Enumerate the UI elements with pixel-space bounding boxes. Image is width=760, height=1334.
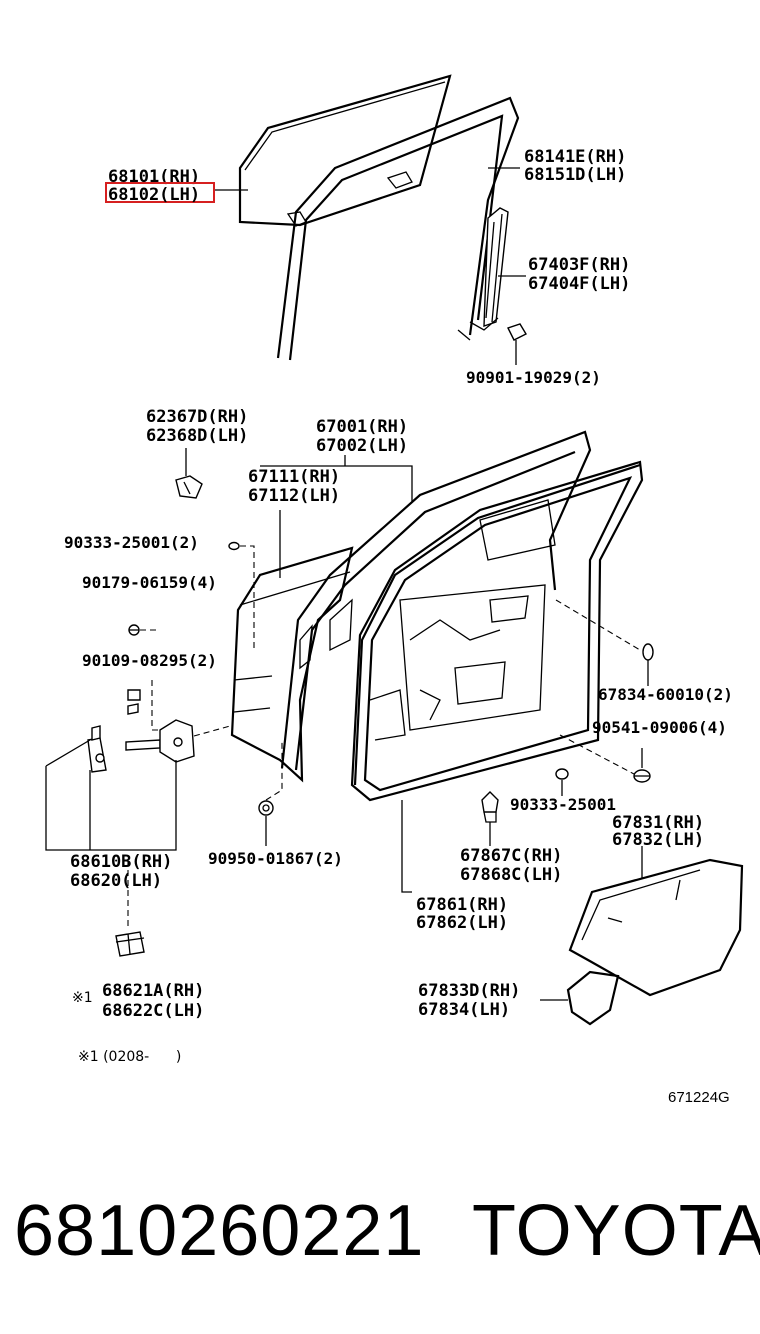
label-clip: 90950-01867(2) bbox=[208, 849, 343, 868]
clip2-drawing bbox=[481, 791, 499, 823]
dash-bolt-c bbox=[559, 734, 635, 775]
label-hole-plug: 67834-60010(2) bbox=[598, 685, 733, 704]
label-panel-rh: 67001(RH) bbox=[316, 417, 408, 437]
plug-a-drawing bbox=[228, 541, 240, 551]
label-bolt-a: 90179-06159(4) bbox=[82, 573, 217, 592]
label-plug-b: 90333-25001 bbox=[510, 795, 616, 814]
bolt-b-drawing bbox=[127, 689, 141, 715]
bolt-a-drawing bbox=[128, 624, 140, 636]
label-cover2-lh: 67832(LH) bbox=[612, 830, 704, 850]
glass-run-drawing bbox=[276, 96, 520, 361]
label-panel2-lh: 67112(LH) bbox=[248, 486, 340, 506]
dash-bolt-b bbox=[151, 680, 170, 731]
label-hinge-rh: 68621A(RH) bbox=[102, 981, 204, 1001]
label-run-lh: 68151D(LH) bbox=[524, 165, 626, 185]
door-glass-drawing bbox=[238, 74, 452, 227]
door-panel-drawing bbox=[230, 430, 644, 802]
label-channel-lh: 67404F(LH) bbox=[528, 274, 630, 294]
label-cover-lh: 62368D(LH) bbox=[146, 426, 248, 446]
label-check-lh: 68620(LH) bbox=[70, 871, 162, 891]
part-number: 6810260221 bbox=[14, 1191, 425, 1271]
hinge-drawing bbox=[87, 725, 107, 773]
label-cover3-lh: 67834(LH) bbox=[418, 1000, 510, 1020]
diagram-code: 671224G bbox=[668, 1089, 730, 1106]
label-bolt-b: 90109-08295(2) bbox=[82, 651, 217, 670]
service-cover-drawing bbox=[568, 858, 744, 997]
label-glass-lh: 68102(LH) bbox=[108, 185, 200, 205]
label-cover-rh: 62367D(RH) bbox=[146, 407, 248, 427]
weatherstrip-drawing bbox=[353, 463, 641, 786]
clip-drawing bbox=[258, 800, 274, 816]
highlight-box bbox=[105, 182, 215, 203]
cover-part-drawing bbox=[175, 475, 203, 499]
plug-b-drawing bbox=[555, 768, 569, 780]
rear-channel-drawing bbox=[469, 207, 527, 365]
footer: 6810260221 TOYOTA bbox=[0, 1185, 760, 1295]
footnote: ※1 (0208- ) bbox=[78, 1049, 181, 1065]
label-weather-lh: 67862(LH) bbox=[416, 913, 508, 933]
dash-plug-a bbox=[240, 545, 255, 650]
hole-plug-drawing bbox=[642, 643, 654, 661]
label-channel-rh: 67403F(RH) bbox=[528, 255, 630, 275]
brand-name: TOYOTA bbox=[472, 1191, 760, 1271]
bolt-c-drawing bbox=[633, 769, 651, 783]
label-check-rh: 68610B(RH) bbox=[70, 852, 172, 872]
dash-hole-plug bbox=[555, 599, 641, 651]
label-bolt-c: 90541-09006(4) bbox=[592, 718, 727, 737]
label-weather-rh: 67861(RH) bbox=[416, 895, 508, 915]
label-cover3-rh: 67833D(RH) bbox=[418, 981, 520, 1001]
label-panel-lh: 67002(LH) bbox=[316, 436, 408, 456]
leader-weather bbox=[401, 800, 412, 893]
lower-hinge-drawing bbox=[115, 931, 145, 957]
label-panel2-rh: 67111(RH) bbox=[248, 467, 340, 487]
label-screw-run: 90901-19029(2) bbox=[466, 368, 601, 387]
leader-check bbox=[45, 739, 177, 851]
dash-clip bbox=[265, 740, 283, 801]
label-cover2-rh: 67831(RH) bbox=[612, 813, 704, 833]
door-check-drawing bbox=[125, 719, 231, 763]
label-hinge-lh: 68622C(LH) bbox=[102, 1001, 204, 1021]
parts-diagram: 68101(RH) 68102(LH) 68141E(RH) 68151D(LH… bbox=[45, 74, 744, 1106]
note-marker: ※1 bbox=[72, 990, 93, 1006]
label-clip2-rh: 67867C(RH) bbox=[460, 846, 562, 866]
leader-panel bbox=[260, 465, 413, 502]
label-clip2-lh: 67868C(LH) bbox=[460, 865, 562, 885]
small-cover-drawing bbox=[566, 970, 620, 1026]
label-plug-a: 90333-25001(2) bbox=[64, 533, 199, 552]
label-run-rh: 68141E(RH) bbox=[524, 147, 626, 167]
